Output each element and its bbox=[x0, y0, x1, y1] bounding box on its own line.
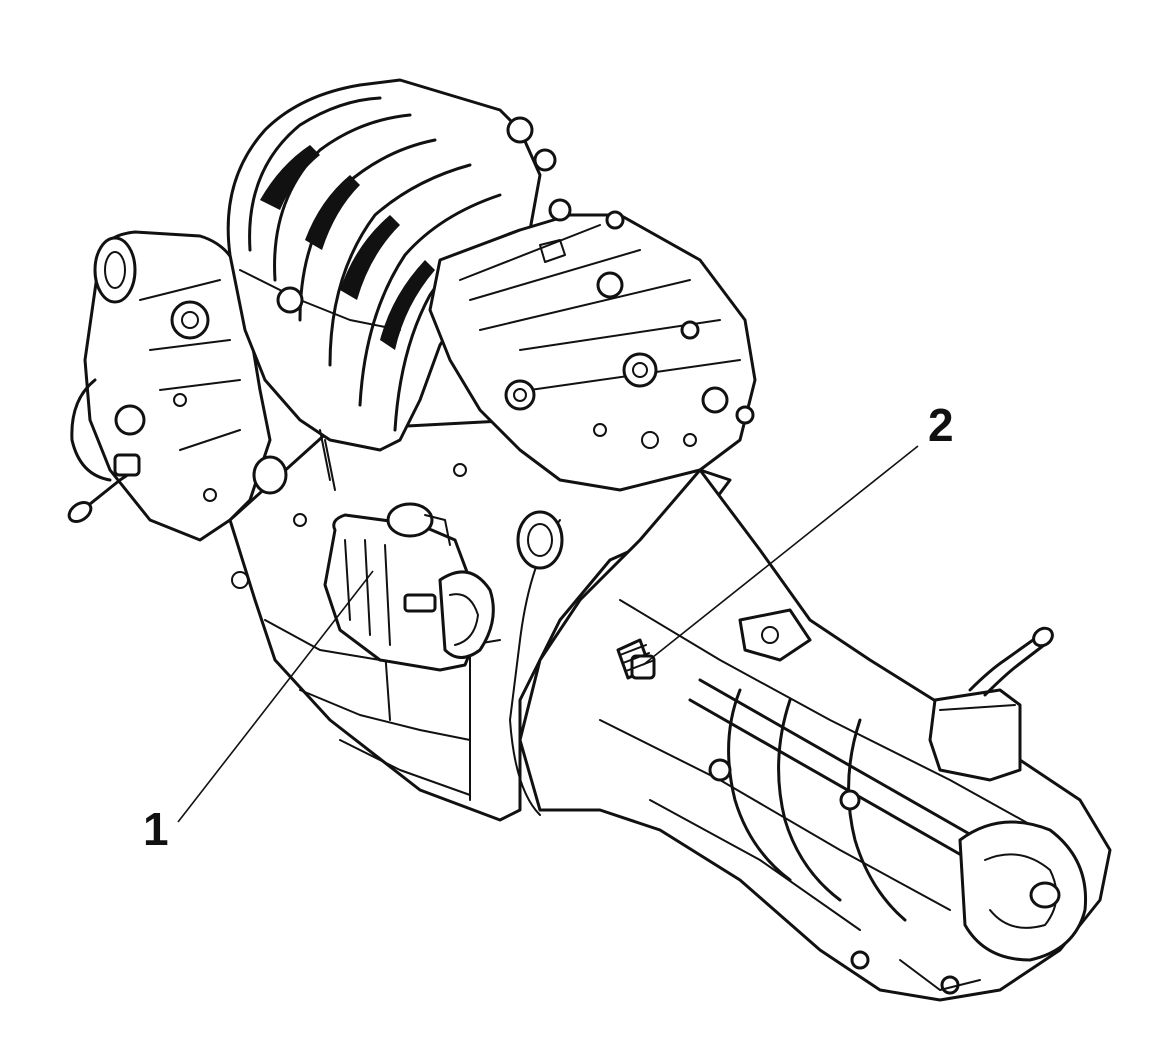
callout-1: 1 bbox=[143, 803, 169, 855]
starter-motor bbox=[323, 502, 495, 672]
callout-2: 2 bbox=[928, 399, 954, 451]
dipstick-handle bbox=[67, 453, 141, 524]
cylinder-head bbox=[428, 198, 757, 492]
gear-shift-tower bbox=[928, 626, 1054, 782]
transmission bbox=[518, 468, 1112, 1002]
intake-manifold bbox=[226, 78, 557, 491]
leader-line-2 bbox=[642, 445, 919, 666]
leader-line-1 bbox=[177, 570, 374, 823]
leader-lines bbox=[177, 445, 919, 823]
